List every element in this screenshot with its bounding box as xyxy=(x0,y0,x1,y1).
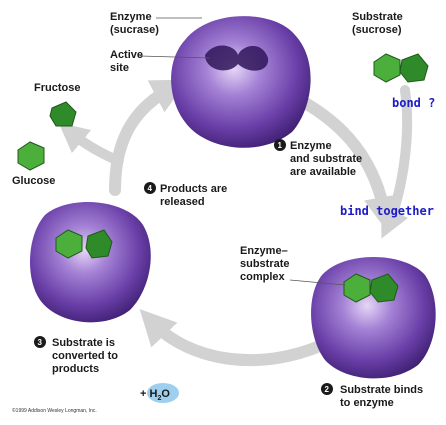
substrate-label-2: (sucrose) xyxy=(352,24,402,36)
bind-annotation: bind together xyxy=(340,204,434,218)
water-suffix: O xyxy=(161,388,170,400)
step-2-line-2: to enzyme xyxy=(340,397,394,409)
complex-leader xyxy=(289,279,346,286)
step-3-line-2: converted to xyxy=(52,350,118,362)
water-prefix: + H xyxy=(140,388,157,400)
step-3-line-1: Substrate is xyxy=(52,337,115,349)
arrow-conversion-to-release xyxy=(109,79,188,196)
glucose-label: Glucose xyxy=(12,175,55,187)
step-2-number: 2 xyxy=(325,385,330,394)
active-site-icon xyxy=(205,45,269,71)
step-4-line-2: released xyxy=(160,196,205,208)
arrow-products-out xyxy=(58,122,117,163)
step-4-badge xyxy=(144,182,156,194)
step-4-number: 4 xyxy=(148,184,153,193)
fructose-label: Fructose xyxy=(34,82,80,94)
water-molecule: + H2O xyxy=(140,383,179,403)
active-site-label-2: site xyxy=(110,62,129,74)
complex-label-2: substrate xyxy=(240,258,290,270)
substrate-molecule xyxy=(373,53,429,83)
step-3-number: 3 xyxy=(38,338,43,347)
complex-label-3: complex xyxy=(240,271,286,283)
arrow-substrate-in xyxy=(380,85,413,239)
water-bubble xyxy=(147,383,179,403)
step-2-line-1: Substrate binds xyxy=(340,384,423,396)
water-subscript: 2 xyxy=(157,395,161,402)
enzyme-complex xyxy=(311,256,436,379)
bond-annotation: bond ? xyxy=(392,96,435,110)
step-1-number: 1 xyxy=(278,141,283,150)
enzyme-label-1: Enzyme xyxy=(110,11,152,23)
step-1-line-2: and substrate xyxy=(290,153,362,165)
enzyme-left xyxy=(29,202,151,323)
cycle-arrows xyxy=(58,79,413,367)
step-3-badge xyxy=(34,336,46,348)
step-4-line-1: Products are xyxy=(160,183,227,195)
step-1-line-3: are available xyxy=(290,166,356,178)
water-label: + H2O xyxy=(140,388,170,402)
step-2-badge xyxy=(321,383,333,395)
glucose-icon xyxy=(17,141,45,171)
step-1-line-1: Enzyme xyxy=(290,140,332,152)
substrate-label-1: Substrate xyxy=(352,11,403,23)
bound-substrate xyxy=(343,273,399,303)
fructose-icon xyxy=(49,101,77,127)
copyright: ©1999 Addison Wesley Longman, Inc. xyxy=(12,407,97,414)
step-3-line-3: products xyxy=(52,363,99,375)
enzyme-label-2: (sucrase) xyxy=(110,24,159,36)
complex-label-1: Enzyme– xyxy=(240,245,288,257)
step-1-badge xyxy=(274,139,286,151)
active-site-label-1: Active xyxy=(110,49,143,61)
enzyme-top xyxy=(171,16,311,148)
converted-products xyxy=(55,229,113,259)
arrow-binding-to-conversion xyxy=(139,308,328,367)
active-site-leader xyxy=(139,55,211,59)
arrow-enzyme-to-binding xyxy=(294,94,400,233)
